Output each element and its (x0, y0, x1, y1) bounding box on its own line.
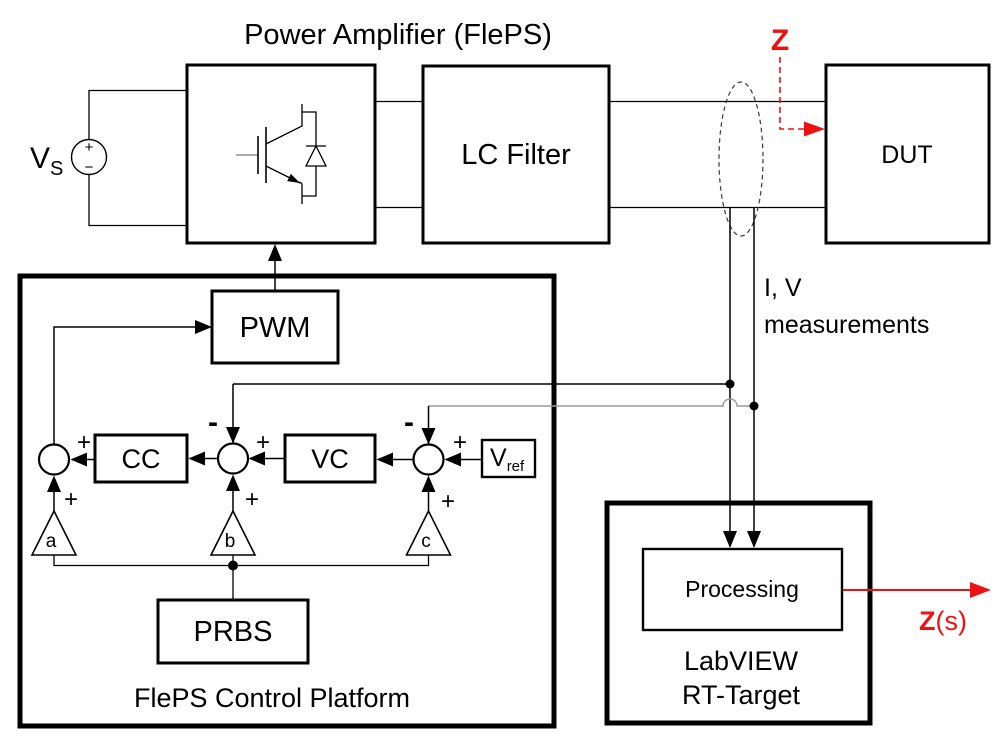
arrowhead-pwm-input-icon (195, 320, 212, 334)
sum1-plus-bottom: + (64, 486, 78, 513)
power-amplifier-box (185, 63, 377, 245)
junction-dot-prbs (228, 560, 238, 571)
dut-label: DUT (881, 141, 932, 169)
sum3-minus-top: - (404, 406, 414, 439)
z-output-label-suffix: (s) (936, 606, 967, 636)
processing-label: Processing (685, 576, 799, 602)
arrowhead-sum2-input-icon (248, 451, 265, 466)
z-probe-dashed-line (779, 57, 804, 130)
arrowhead-sum3-input-icon (444, 452, 461, 467)
arrowhead-sum3-plus-icon (421, 475, 436, 492)
arrowhead-cc-input-icon (188, 451, 205, 466)
voltage-source-icon (70, 138, 108, 176)
junction-dot-voltage (749, 401, 759, 411)
sum2-minus-top: - (208, 406, 218, 439)
source-label: VS (30, 142, 63, 180)
arrowhead-sum1-plus-icon (47, 475, 61, 492)
source-label-sub: S (50, 158, 63, 180)
wire-voltage-feedback (428, 398, 754, 407)
z-output-label-main: Z (919, 606, 936, 636)
cc-box (93, 433, 189, 484)
dut-box (824, 63, 991, 245)
wire-source-top (88, 89, 187, 140)
cc-label: CC (122, 444, 161, 474)
wire-sum-to-pwm (53, 326, 210, 445)
sum-junction-2 (216, 442, 250, 475)
iv-measurements-label-line1: I, V (764, 274, 802, 302)
sum3-plus-bottom: + (441, 488, 455, 515)
processing-box (641, 547, 844, 632)
arrowhead-sum3-minus-icon (421, 428, 436, 445)
sum3-plus-right: + (453, 429, 467, 456)
igbt-icon (236, 104, 328, 204)
wire-prbs-distribution (53, 555, 430, 567)
z-probe-label: Z (771, 24, 789, 57)
arrowhead-sum2-plus-icon (226, 474, 240, 491)
measurement-probe-ellipse (718, 81, 764, 237)
diagram-title: Power Amplifier (FlePS) (244, 19, 552, 51)
z-probe-arrowhead-icon (804, 121, 825, 137)
prbs-box (156, 598, 310, 665)
z-output-label: Z(s) (919, 606, 967, 636)
source-plus-sign: + (85, 139, 94, 156)
arrowhead-vc-input-icon (376, 452, 393, 467)
arrowhead-z-output-icon (970, 582, 991, 598)
arrowhead-sum2-minus-icon (226, 427, 240, 444)
arrowhead-sum1-input-icon (70, 452, 87, 467)
gain-a-label: a (46, 531, 57, 552)
control-platform-label: FlePS Control Platform (134, 683, 410, 713)
arrowhead-measure-right-icon (747, 531, 761, 548)
labview-label-line1: LabVIEW (684, 646, 799, 676)
vc-label: VC (311, 444, 349, 474)
pwm-label: PWM (240, 312, 311, 344)
vref-box (480, 438, 537, 479)
gain-b-label: b (225, 531, 236, 552)
iv-measurements-label-line2: measurements (764, 311, 929, 339)
source-minus-sign: − (85, 159, 94, 176)
lc-filter-box (421, 64, 611, 245)
source-label-main: V (30, 142, 50, 175)
sum1-plus-right: + (77, 429, 91, 456)
arrowhead-measure-left-icon (723, 531, 737, 548)
junction-dot-current (725, 379, 735, 389)
sum-junction-3 (412, 443, 445, 476)
labview-label-line2: RT-Target (682, 680, 801, 710)
vref-label: Vref (490, 444, 525, 475)
sum2-plus-bottom: + (245, 486, 259, 513)
prbs-label: PRBS (194, 616, 273, 648)
vref-label-sub: ref (507, 458, 525, 475)
lc-filter-label: LC Filter (461, 139, 571, 171)
gain-c-label: c (421, 531, 431, 552)
vref-label-main: V (490, 444, 507, 472)
wire-source-bottom (88, 174, 187, 227)
sum2-plus-right: + (256, 429, 270, 456)
sum-junction-1 (37, 443, 71, 476)
arrowhead-amplifier-input-icon (268, 244, 282, 261)
